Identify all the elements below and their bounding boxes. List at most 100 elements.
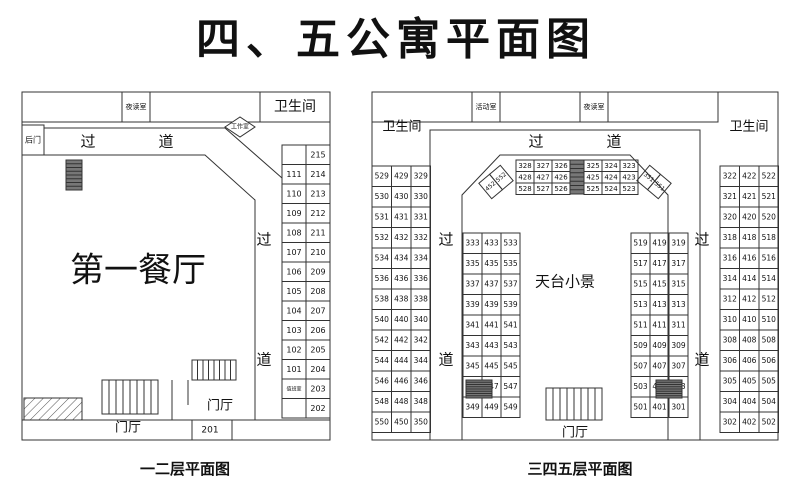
right-inner-right-cell-number: 511 (633, 320, 648, 329)
left-room-number: 205 (310, 345, 325, 354)
right-right-col-cell-number: 520 (762, 212, 777, 221)
right-left-col-cell-number: 442 (394, 335, 409, 344)
right-inner-right-cell-number: 519 (633, 238, 648, 247)
right-inner-left-cell-number: 337 (465, 279, 480, 288)
right-right-col-cell-number: 310 (723, 315, 738, 324)
left-room-number: 107 (286, 248, 301, 257)
right-left-col-cell-number: 331 (414, 212, 429, 221)
right-inner-left-cell-number: 437 (484, 279, 499, 288)
right-left-col-cell-number: 532 (375, 233, 390, 242)
right-left-col-cell-number: 336 (414, 274, 429, 283)
top-left-block-number: 428 (518, 173, 531, 181)
top-right-block-number: 324 (604, 162, 618, 170)
right-left-col-cell-number: 440 (394, 315, 409, 324)
left-room-number: 202 (310, 404, 325, 413)
top-right-block-number: 523 (622, 185, 635, 193)
activity-room-label: 活动室 (476, 102, 497, 111)
right-inner-right-cell-number: 409 (652, 341, 667, 350)
right-left-col-cell-number: 432 (394, 233, 409, 242)
right-right-col-cell-number: 516 (762, 253, 777, 262)
left-top-room-1 (21, 91, 123, 123)
right-inner-left-cell-number: 547 (503, 382, 518, 391)
left-room-cell (281, 398, 307, 419)
left-room-number: 101 (286, 365, 301, 374)
right-right-col-cell-number: 316 (723, 253, 738, 262)
left-room-number: 209 (310, 267, 325, 276)
right-right-col-cell-number: 420 (742, 212, 757, 221)
right-right-col-cell-number: 304 (723, 397, 738, 406)
right-inner-right-cell-number: 515 (633, 279, 648, 288)
right-right-col-cell-number: 320 (723, 212, 738, 221)
right-left-col-cell-number: 538 (375, 294, 390, 303)
right-right-col-cell-number: 506 (762, 356, 777, 365)
left-room-number: 104 (286, 306, 301, 315)
right-left-col-cell-number: 332 (414, 233, 429, 242)
left-room-cell (305, 398, 331, 419)
right-left-col-cell-number: 540 (375, 315, 390, 324)
right-left-col-cell-number: 536 (375, 274, 390, 283)
right-plan-caption: 三四五层平面图 (527, 460, 633, 478)
top-right-block-cell (619, 182, 639, 195)
corridor-inner-wall (44, 154, 256, 420)
right-corridor-right-2: 道 (694, 351, 709, 369)
bathroom-left-label: 卫生间 (382, 120, 421, 135)
top-right-block-number: 524 (604, 185, 618, 193)
right-inner-right-cell-number: 509 (633, 341, 648, 350)
right-inner-left-cell-number: 541 (503, 320, 518, 329)
right-left-col-cell-number: 350 (414, 417, 429, 426)
right-left-col-cell-number: 348 (414, 397, 429, 406)
right-inner-left-cell-number: 439 (484, 300, 499, 309)
right-left-col-cell-number: 431 (394, 212, 409, 221)
right-top-room-2 (499, 91, 581, 123)
right-right-col-cell-number: 414 (742, 274, 757, 283)
right-right-col-cell-number: 402 (742, 417, 757, 426)
right-left-col-cell-number: 330 (414, 192, 429, 201)
right-inner-right-cell-number: 507 (633, 361, 648, 370)
right-inner-left-cell-number: 535 (503, 259, 518, 268)
right-left-col-cell-number: 334 (414, 253, 429, 262)
right-stair-left (465, 379, 493, 399)
right-inner-left-cell-number: 443 (484, 341, 499, 350)
right-inner-left-cell-number: 445 (484, 361, 499, 370)
right-right-col-cell-number: 510 (762, 315, 777, 324)
terrace-label: 天台小景 (535, 273, 595, 291)
right-stair-right (655, 379, 683, 399)
corridor-outer-wall (44, 127, 283, 179)
top-left-block-number: 426 (554, 173, 568, 181)
right-right-col-cell-number: 318 (723, 233, 738, 242)
right-left-col-cell-number: 429 (394, 171, 409, 180)
right-inner-left-cell-number: 533 (503, 238, 518, 247)
right-left-col-cell-number: 446 (394, 376, 409, 385)
right-right-col-cell-number: 302 (723, 417, 738, 426)
back-door-room (21, 124, 45, 156)
top-right-block-number: 325 (586, 162, 599, 170)
right-corridor-left-1: 过 (438, 231, 453, 249)
right-corridor-left-2: 道 (438, 351, 453, 369)
work-room-shape (224, 116, 256, 138)
right-right-col-cell-number: 408 (742, 335, 757, 344)
right-right-col-cell-number: 406 (742, 356, 757, 365)
diag-right-cell (646, 173, 672, 200)
right-inner-right-cell-number: 311 (671, 320, 686, 329)
right-stair-top (569, 159, 585, 195)
right-inner-right-cell-number: 419 (652, 238, 667, 247)
left-top-room-3 (149, 91, 261, 123)
diag-left-cell (488, 164, 514, 191)
right-inner-left-cell-number: 433 (484, 238, 499, 247)
right-left-col-cell-number: 448 (394, 397, 409, 406)
left-room-number: 105 (286, 287, 301, 296)
right-right-col-cell-number: 522 (762, 171, 777, 180)
work-room-label: 工作室 (231, 123, 249, 131)
left-room-number: 103 (286, 326, 301, 335)
right-inner-left-cell-number: 449 (484, 402, 499, 411)
right-right-col-cell-number: 416 (742, 253, 757, 262)
right-inner-right-cell-number: 411 (652, 320, 667, 329)
right-left-col-cell-number: 530 (375, 192, 390, 201)
lobby-label-1: 门厅 (207, 399, 233, 414)
right-left-col-cell-number: 342 (414, 335, 429, 344)
right-inner-left-cell-number: 333 (465, 238, 480, 247)
right-inner-right-cell-number: 415 (652, 279, 667, 288)
right-inner-left-cell-number: 343 (465, 341, 480, 350)
